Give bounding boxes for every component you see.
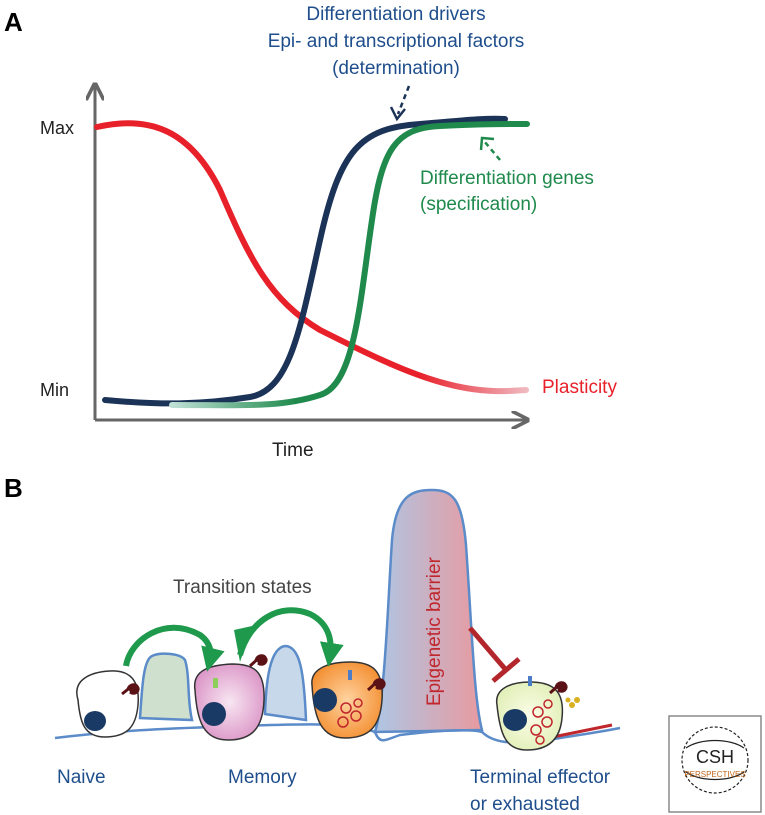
differentiation-drivers-curve [102,115,508,407]
genes-pointer-line [483,140,501,161]
drivers-label-line-3: (determination) [332,58,460,79]
panel-b-letter: B [4,473,23,503]
naive-receptor-icon [121,683,140,696]
transition-arrow-memory-to-transition [237,607,344,667]
y-min-label: Min [40,380,69,400]
baseline-red-accent [547,723,613,740]
genes-pointer-head [479,136,495,151]
granule-icon [340,702,352,714]
drivers-label-line-1: Differentiation drivers [306,4,485,25]
drivers-pointer-head [389,106,406,122]
genes-label-line-2: (specification) [420,194,537,215]
granule-icon [541,716,553,728]
transition-barrier-2 [263,644,308,722]
transition-arrow-naive-to-memory [123,624,225,672]
naive-nucleus [84,711,106,731]
secreted-factor-icon [574,697,580,703]
granule-icon [353,698,363,708]
panel-a-letter: A [4,7,23,37]
plasticity-label: Plasticity [542,377,617,398]
memory-label: Memory [228,767,297,788]
terminal-label-line-1: Terminal effector [470,767,611,788]
inhibition-line [468,626,508,672]
logo-sub-text: PERSPECTIVES [684,770,745,779]
terminal-cell [496,676,580,751]
memory-nucleus [202,702,226,726]
plasticity-curve [94,120,529,395]
memory-cell [194,654,268,741]
granule-icon [543,699,553,709]
differentiation-genes-curve [169,121,530,409]
memory-marker-icon [213,678,218,688]
epigenetic-barrier-peak [373,488,484,734]
granule-icon [337,716,349,728]
transition-states-label: Transition states [173,577,312,598]
secreted-factor-icon [569,702,575,708]
naive-cell [76,670,140,738]
granule-icon [530,724,542,736]
granule-icon [532,706,544,718]
epigenetic-barrier-label: Epigenetic barrier [424,556,445,706]
transition-nucleus [313,688,337,712]
transition-barrier-1 [138,652,194,722]
naive-label: Naive [57,767,106,788]
logo-main-text: CSH [696,747,734,767]
drivers-label-line-2: Epi- and transcriptional factors [268,31,525,52]
transition-cell [311,661,386,739]
secreted-factor-icon [565,697,571,703]
terminal-nucleus [503,709,527,731]
transition-receptor-icon [366,678,386,692]
inhibition-bar-icon [491,657,521,683]
y-max-label: Max [40,118,74,138]
granule-icon [535,735,545,745]
granule-icon [350,710,362,722]
csh-perspectives-logo: CSH PERSPECTIVES [668,715,762,813]
memory-receptor-icon [248,654,268,668]
terminal-receptor-icon [548,681,568,695]
terminal-marker-icon [528,676,532,686]
x-axis-label: Time [272,440,314,461]
genes-label-line-1: Differentiation genes [420,168,594,189]
terminal-label-line-2: or exhausted [470,794,580,815]
transition-arrow-back-head [234,626,252,662]
transition-marker-icon [348,670,352,680]
